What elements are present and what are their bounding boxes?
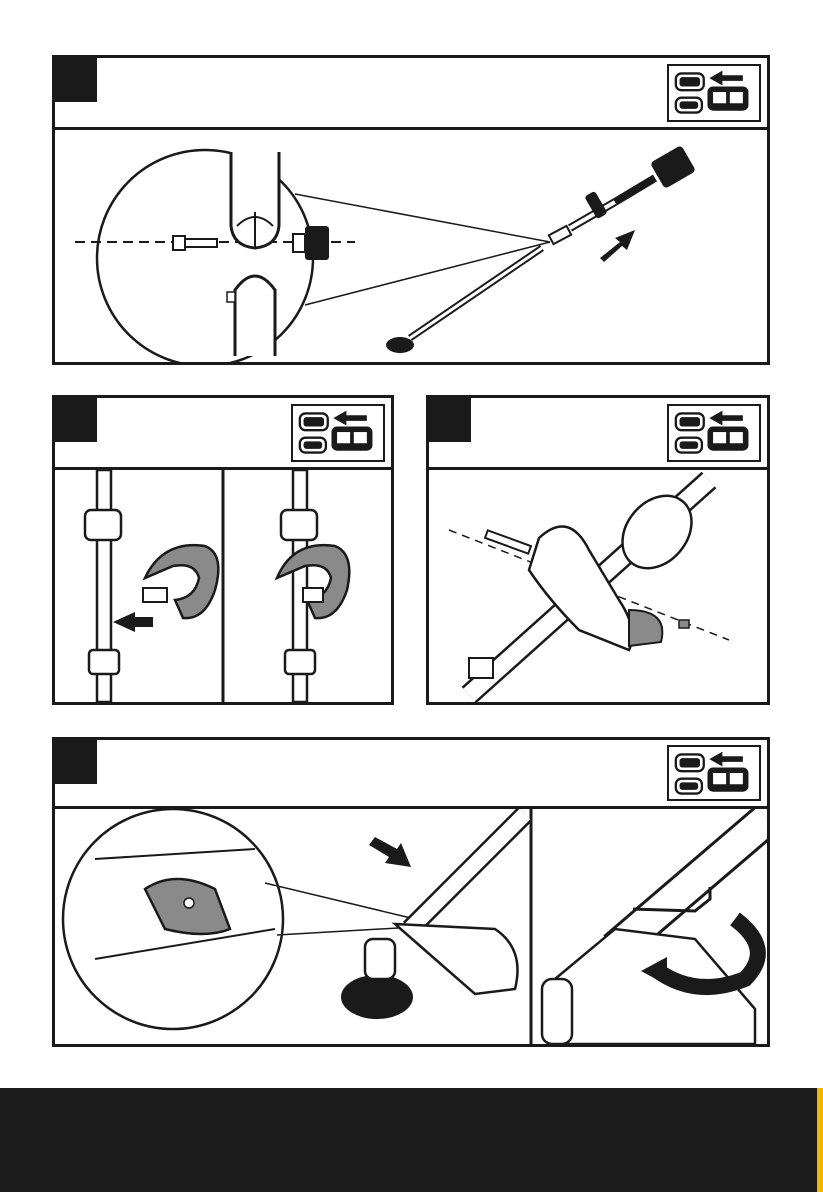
battery-removed-icon bbox=[667, 745, 761, 801]
step-number-box bbox=[55, 398, 97, 442]
guard-tighten-illustration bbox=[55, 809, 767, 1044]
step-number-box bbox=[55, 58, 97, 102]
panel-header bbox=[55, 398, 391, 470]
battery-removed-icon bbox=[667, 404, 761, 462]
panel-header bbox=[429, 398, 767, 470]
panel-header bbox=[55, 740, 767, 809]
assembly-illustration bbox=[55, 130, 767, 362]
footer-band bbox=[0, 1088, 823, 1192]
step-panel-4 bbox=[52, 737, 770, 1047]
step-panel-1 bbox=[52, 55, 770, 365]
handle-attach-illustration bbox=[55, 470, 391, 702]
step-number-box bbox=[429, 398, 471, 442]
footer-accent bbox=[817, 1088, 823, 1192]
handle-bolt-illustration bbox=[429, 470, 767, 702]
panel-header bbox=[55, 58, 767, 130]
battery-removed-icon bbox=[667, 64, 761, 122]
battery-removed-icon bbox=[291, 404, 385, 462]
step-panel-3 bbox=[426, 395, 770, 705]
step-panel-2 bbox=[52, 395, 394, 705]
step-number-box bbox=[55, 740, 97, 784]
